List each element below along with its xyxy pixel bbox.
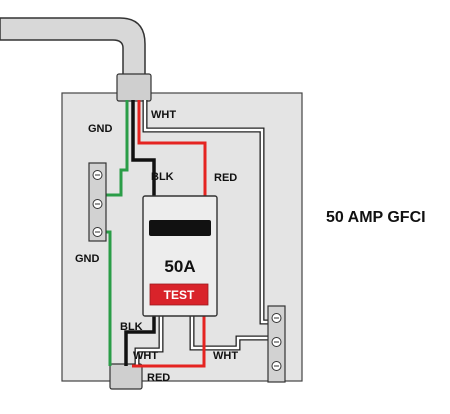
black-wire-top xyxy=(131,100,156,197)
conduit xyxy=(0,17,146,77)
label-wht-bottom-right: WHT xyxy=(213,350,238,362)
black-wire-bottom xyxy=(124,316,156,366)
diagram-title: 50 AMP GFCI xyxy=(326,209,426,226)
ground-bar xyxy=(88,162,107,242)
screw-icon xyxy=(92,199,103,209)
breaker-handle xyxy=(149,220,211,236)
test-button-label: TEST xyxy=(164,288,195,302)
green-ground-wire-top xyxy=(103,100,129,197)
label-blk-top: BLK xyxy=(151,171,174,183)
gfci-breaker: 50A TEST xyxy=(142,195,218,317)
label-gnd-top: GND xyxy=(88,123,113,135)
screw-icon xyxy=(271,337,282,347)
red-wire-top xyxy=(137,100,207,197)
white-wire-top xyxy=(142,100,272,325)
bottom-connector xyxy=(109,363,143,390)
label-gnd-bottom: GND xyxy=(75,253,100,265)
neutral-bar xyxy=(267,305,286,383)
top-connector xyxy=(116,73,152,102)
breaker-rating: 50A xyxy=(164,257,195,276)
screw-icon xyxy=(92,227,103,237)
screw-icon xyxy=(271,313,282,323)
label-blk-bottom: BLK xyxy=(120,321,143,333)
test-button[interactable] xyxy=(149,283,209,306)
label-wht-top: WHT xyxy=(151,109,176,121)
screw-icon xyxy=(92,170,103,180)
label-red-bottom: RED xyxy=(147,372,170,384)
white-wire-bottom xyxy=(134,316,272,366)
label-red-top: RED xyxy=(214,172,237,184)
screw-icon xyxy=(271,361,282,371)
red-wire-bottom xyxy=(132,316,206,368)
label-wht-bottom-left: WHT xyxy=(133,350,158,362)
